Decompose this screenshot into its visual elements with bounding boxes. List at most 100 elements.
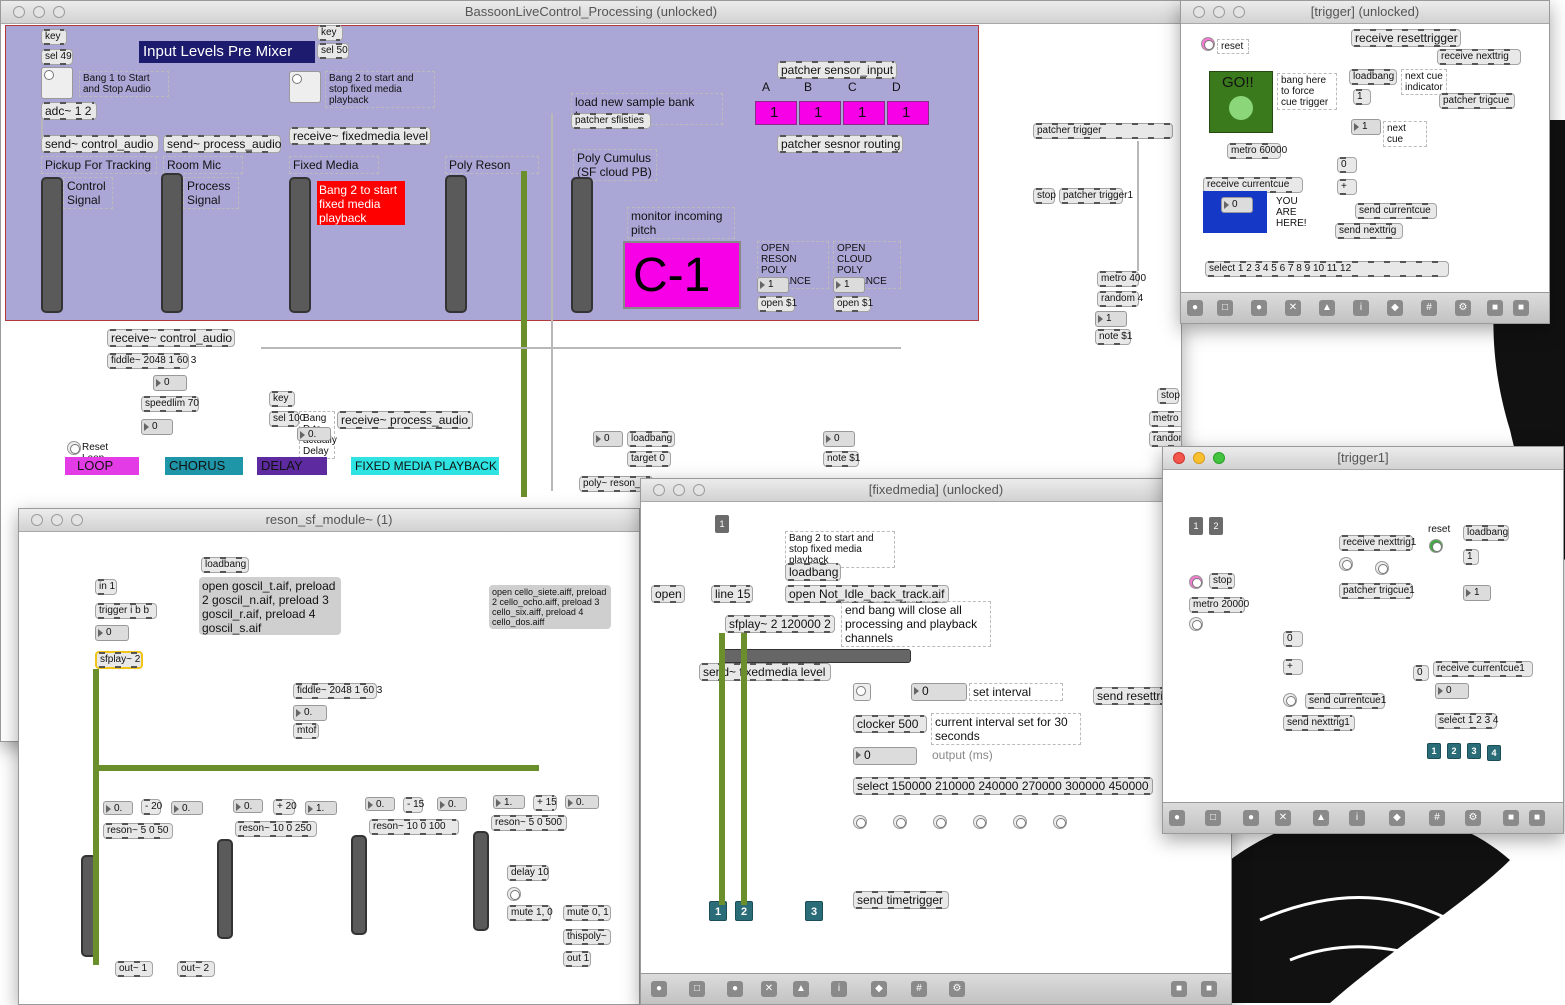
trigger1-reset-bang[interactable] <box>1429 539 1443 553</box>
reson-num-9[interactable]: 0. <box>437 797 467 811</box>
random-4[interactable]: random 4 <box>1097 291 1143 307</box>
metro-1000[interactable]: metro 1000 <box>1149 411 1181 427</box>
open-goscil-message[interactable]: open goscil_t.aif, preload 2 goscil_n.ai… <box>199 577 341 635</box>
clocker-500[interactable]: clocker 500 <box>853 715 927 733</box>
note-message[interactable]: note $1 <box>1095 329 1132 345</box>
fixedmedia-outlet-1[interactable]: 1 <box>709 901 727 921</box>
navigate-icon[interactable]: ◆ <box>1387 300 1403 316</box>
lock-icon[interactable]: ● <box>1169 810 1185 826</box>
loadbang-trigger1[interactable]: loadbang <box>1463 525 1509 541</box>
select-bang-4[interactable] <box>973 815 987 829</box>
open-not-idle[interactable]: open Not_Idle_back_track.aif <box>785 585 949 603</box>
grid-icon[interactable]: # <box>1429 810 1445 826</box>
current-cue1-number[interactable]: 0 <box>1435 683 1469 699</box>
sensor-number-d[interactable]: 1 <box>887 101 929 125</box>
thispoly[interactable]: thispoly~ <box>563 929 611 945</box>
sel-100-object[interactable]: sel 100 <box>269 411 305 427</box>
open-cloud-message[interactable]: open $1 <box>833 296 873 312</box>
close-button[interactable] <box>31 514 43 526</box>
select-intervals[interactable]: select 150000 210000 240000 270000 30000… <box>853 777 1153 795</box>
zoom-button[interactable] <box>71 514 83 526</box>
patcher-trigcue1[interactable]: patcher trigcue1 <box>1339 583 1415 599</box>
receive-currentcue1[interactable]: receive currentcue1 <box>1433 661 1533 677</box>
loadbang-trigger[interactable]: loadbang <box>1349 69 1397 85</box>
minimize-button[interactable] <box>1193 452 1205 464</box>
select-bang-5[interactable] <box>1013 815 1027 829</box>
patcher-sflisties[interactable]: patcher sflisties <box>571 113 651 129</box>
patcher-sensor-routing[interactable]: patcher sesnor routing <box>777 135 903 153</box>
key-object-2[interactable]: key <box>317 25 343 41</box>
send-control-audio[interactable]: send~ control_audio <box>41 135 159 153</box>
reson-num-3[interactable]: 0. <box>171 801 203 815</box>
sidebar-icon[interactable]: ■ <box>1513 300 1529 316</box>
poly-reson-slider[interactable] <box>445 175 467 313</box>
delay-10[interactable]: delay 10 <box>507 865 549 881</box>
reson-num-10[interactable]: 1. <box>493 795 525 809</box>
send-nexttrig[interactable]: send nexttrig <box>1335 223 1403 239</box>
palette-icon[interactable]: ● <box>1243 810 1259 826</box>
zoom-button[interactable] <box>1233 6 1245 18</box>
process-signal-slider[interactable] <box>161 173 183 313</box>
trigger1-outlet-1[interactable]: 1 <box>1427 743 1441 759</box>
settings-icon[interactable]: ⚙ <box>949 981 965 997</box>
out-1[interactable]: out 1 <box>563 951 591 967</box>
send-nexttrig1[interactable]: send nexttrig1 <box>1283 715 1355 731</box>
out-signal-2[interactable]: out~ 2 <box>177 961 215 977</box>
sidebar-icon[interactable]: ■ <box>1529 810 1545 826</box>
key-object[interactable]: key <box>41 29 67 45</box>
delete-icon[interactable]: ✕ <box>1285 300 1301 316</box>
zero-message[interactable]: 0 <box>1337 157 1357 173</box>
trigger-title-bar[interactable]: [trigger] (unlocked) <box>1181 1 1549 24</box>
current-cue-number[interactable]: 0 <box>1221 197 1253 213</box>
note-message-2[interactable]: note $1 <box>823 451 860 467</box>
receive-control-audio[interactable]: receive~ control_audio <box>107 329 235 347</box>
interval-number[interactable]: 0 <box>911 683 967 701</box>
bang-fixed-media[interactable] <box>289 71 321 103</box>
note-number[interactable]: 0 <box>823 431 855 447</box>
trigger1-plus[interactable]: + <box>1283 659 1303 675</box>
reson-num-7[interactable]: 0. <box>365 797 395 811</box>
select-bang-6[interactable] <box>1053 815 1067 829</box>
lock-icon[interactable]: ● <box>651 981 667 997</box>
minimize-button[interactable] <box>1213 6 1225 18</box>
trigger1-zero-message[interactable]: 0 <box>1283 631 1303 647</box>
control-signal-slider[interactable] <box>41 177 63 313</box>
delete-icon[interactable]: ✕ <box>1275 810 1291 826</box>
minus-15[interactable]: - 15 <box>403 797 424 813</box>
patcher-trigcue[interactable]: patcher trigcue <box>1439 93 1515 109</box>
minimize-button[interactable] <box>51 514 63 526</box>
trigger1-title-bar[interactable]: [trigger1] <box>1163 447 1563 470</box>
loadbang-main[interactable]: loadbang <box>627 431 675 447</box>
delay-button[interactable]: DELAY <box>257 457 327 475</box>
trigger-ibb[interactable]: trigger i b b <box>95 603 157 619</box>
fixed-media-playback-button[interactable]: FIXED MEDIA PLAYBACK <box>351 457 499 475</box>
fixedmedia-outlet-3[interactable]: 3 <box>805 901 823 921</box>
minimize-button[interactable] <box>33 6 45 18</box>
receive-resettrigger[interactable]: receive resettrigger <box>1351 29 1461 47</box>
minimize-button[interactable] <box>673 484 685 496</box>
fiddle-reson[interactable]: fiddle~ 2048 1 60 3 <box>293 683 382 699</box>
trigger1-zero-2[interactable]: 0 <box>1413 665 1429 681</box>
bang-start-audio[interactable] <box>41 67 73 99</box>
layout-icon[interactable]: ■ <box>1487 300 1503 316</box>
trigger1-one-message[interactable]: 1 <box>1463 549 1479 565</box>
select-bang-3[interactable] <box>933 815 947 829</box>
sel-49-object[interactable]: sel 49 <box>41 49 73 65</box>
receive-nexttrig[interactable]: receive nexttrig <box>1437 49 1521 65</box>
trigcue-bang[interactable] <box>1375 561 1389 575</box>
sidebar-icon[interactable]: ■ <box>1201 981 1217 997</box>
stop-message[interactable]: stop <box>1033 188 1056 204</box>
one-message[interactable]: 1 <box>1353 89 1371 105</box>
plus-object[interactable]: + <box>1337 179 1357 195</box>
open-cello-message[interactable]: open cello_siete.aiff, preload 2 cello_o… <box>489 585 611 629</box>
reson-num-1[interactable]: 0. <box>103 801 133 815</box>
minus-20[interactable]: - 20 <box>141 799 162 815</box>
reson-slider-3[interactable] <box>351 835 367 935</box>
poly-reson-sf[interactable]: poly~ reson_sf_ <box>579 476 654 492</box>
receive-nexttrig1[interactable]: receive nexttrig1 <box>1339 535 1416 551</box>
info-icon[interactable]: i <box>1349 810 1365 826</box>
open-cloud-number[interactable]: 1 <box>833 277 865 293</box>
mute-0-1[interactable]: mute 0, 1 <box>563 905 611 921</box>
info-icon[interactable]: i <box>1353 300 1369 316</box>
reson-5-0-500[interactable]: reson~ 5 0 500 <box>491 815 567 831</box>
